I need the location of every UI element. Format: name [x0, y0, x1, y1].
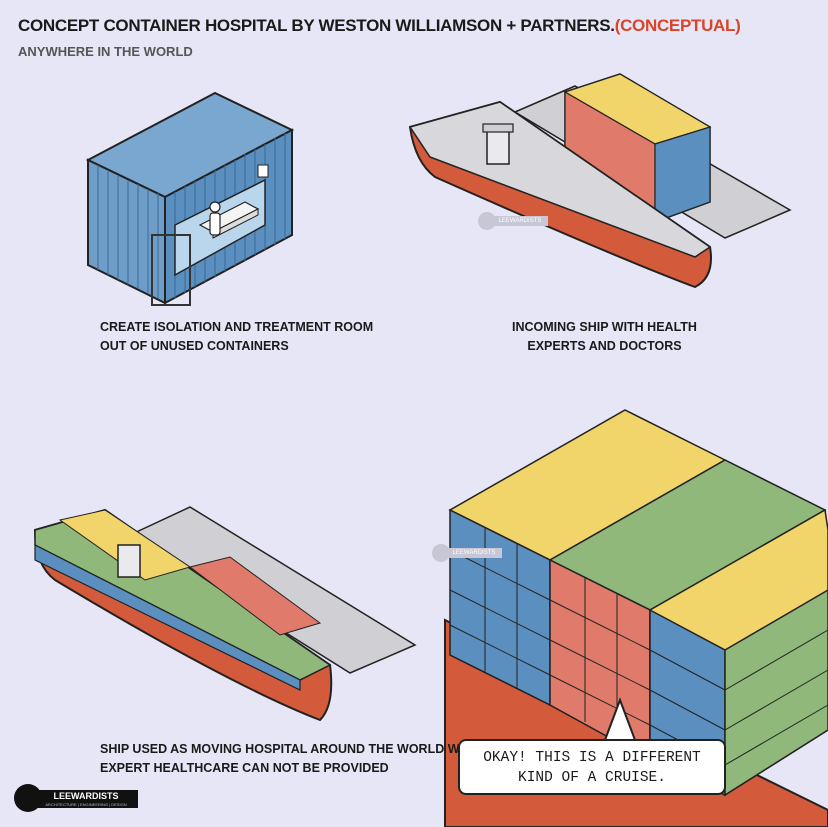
hospital-ship-illustration [30, 505, 420, 725]
caption-line: CREATE ISOLATION AND TREATMENT ROOM [100, 318, 373, 337]
caption-line: SHIP USED AS MOVING HOSPITAL AROUND THE … [100, 740, 494, 759]
caption-hospital-ship: SHIP USED AS MOVING HOSPITAL AROUND THE … [100, 740, 494, 778]
speech-line: KIND OF A CRUISE. [460, 768, 724, 788]
title-main: CONCEPT CONTAINER HOSPITAL BY WESTON WIL… [18, 16, 615, 35]
watermark-bottom: LEEWARDISTS [432, 544, 502, 562]
brand-logo[interactable]: LEEWARDISTS ARCHITECTURE | ENGINEERING |… [14, 784, 138, 812]
incoming-ship-illustration [405, 72, 795, 307]
brand-mark-icon [14, 784, 42, 812]
watermark-top: LEEWARDISTS [478, 212, 548, 230]
brand-tagline: ARCHITECTURE | ENGINEERING | DESIGN [34, 802, 138, 807]
caption-line: EXPERTS AND DOCTORS [512, 337, 697, 356]
page-title: CONCEPT CONTAINER HOSPITAL BY WESTON WIL… [18, 16, 740, 36]
page-subtitle: ANYWHERE IN THE WORLD [18, 44, 193, 59]
caption-line: INCOMING SHIP WITH HEALTH [512, 318, 697, 337]
caption-line: EXPERT HEALTHCARE CAN NOT BE PROVIDED [100, 759, 494, 778]
title-highlight: (CONCEPTUAL) [615, 16, 741, 35]
watermark-text: LEEWARDISTS [446, 548, 502, 558]
isolation-container-illustration [80, 85, 310, 315]
speech-line: OKAY! THIS IS A DIFFERENT [460, 748, 724, 768]
watermark-text: LEEWARDISTS [492, 216, 548, 226]
caption-line: OUT OF UNUSED CONTAINERS [100, 337, 373, 356]
